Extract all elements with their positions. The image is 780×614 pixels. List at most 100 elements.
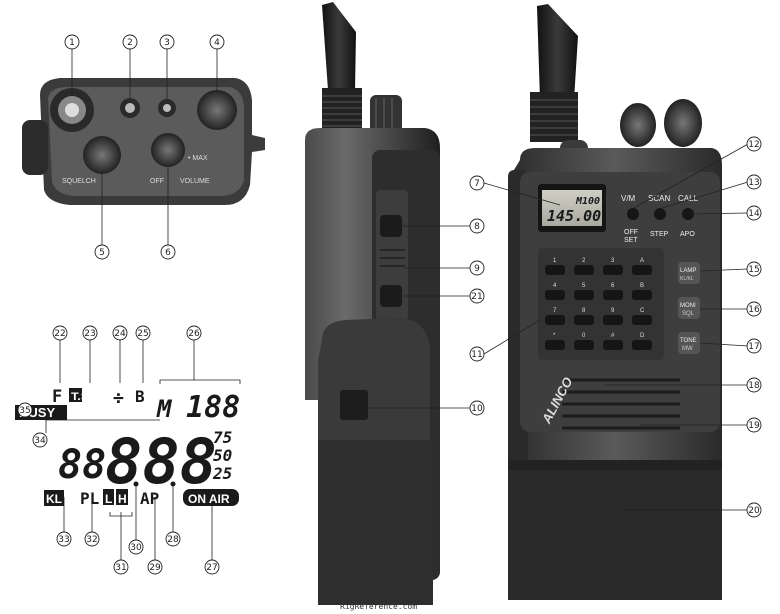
callout-number: 12	[748, 140, 759, 150]
keypad-key	[603, 290, 623, 300]
lcd-75: 75	[213, 428, 232, 447]
keypad-key	[545, 340, 565, 350]
callout-number: 9	[474, 264, 480, 274]
callout-number: 28	[167, 535, 179, 545]
lcd-legend: F T.SQ ÷ B M 188 BUSY 88 888 75 50 25 KL…	[15, 340, 241, 560]
callout-circle	[17, 402, 33, 418]
callout-circle	[84, 531, 100, 547]
keypad-key	[632, 340, 652, 350]
keypad-key-label: 2	[582, 258, 586, 264]
callout-circle	[746, 502, 762, 518]
callout-number: 20	[748, 506, 760, 516]
keypad-key	[632, 315, 652, 325]
callout-circle	[113, 559, 129, 575]
sql-label: SQL	[682, 311, 695, 317]
callout-number: 24	[114, 329, 126, 339]
squelch-knob	[83, 136, 121, 174]
callout-number: 13	[748, 178, 759, 188]
side-antenna	[322, 2, 356, 90]
callout-number: 19	[748, 421, 760, 431]
callout-circle	[147, 559, 163, 575]
callout-number: 25	[137, 329, 148, 339]
callout-number: 4	[214, 38, 220, 48]
front-view: M100 145.00 V/M SCAN CALL OFF SET STEP A…	[483, 4, 749, 600]
callout-circle	[165, 531, 181, 547]
call-label: CALL	[678, 194, 699, 203]
callout-circle	[746, 136, 762, 152]
lcd-50: 50	[213, 446, 232, 465]
speaker-grille	[562, 378, 680, 430]
lcd-onair: ON AIR	[188, 492, 230, 506]
squelch-label: SQUELCH	[62, 178, 96, 185]
keypad-key	[545, 265, 565, 275]
callout-circle	[112, 325, 128, 341]
keypad	[538, 248, 664, 360]
side-view	[305, 2, 470, 605]
lcd-b: B	[135, 387, 145, 406]
kl-label: KL/KL	[680, 276, 694, 282]
callout-number: 27	[206, 563, 217, 573]
lcd-digits-small: 88	[58, 442, 106, 488]
keypad-key	[632, 265, 652, 275]
callout-number: 14	[748, 209, 760, 219]
scan-label: SCAN	[648, 194, 670, 203]
callout-circle	[186, 325, 202, 341]
front-battery	[508, 460, 722, 600]
callout-circle	[469, 346, 485, 362]
front-lcd	[542, 190, 602, 226]
callout-circle	[135, 325, 151, 341]
callout-circle	[122, 34, 138, 50]
keypad-key	[574, 265, 594, 275]
front-antenna	[537, 4, 578, 100]
callout-number: 7	[474, 179, 480, 189]
callout-number: 32	[86, 535, 97, 545]
keypad-key-label: 6	[611, 283, 615, 289]
callout-circle	[159, 34, 175, 50]
lcd-channel: M100	[575, 196, 600, 207]
keypad-key-label: 4	[553, 283, 557, 289]
callout-circle	[746, 301, 762, 317]
callout-circle	[469, 175, 485, 191]
keypad-key	[603, 340, 623, 350]
callout-circle	[746, 205, 762, 221]
keypad-key-label: C	[640, 308, 645, 314]
front-knob-volume	[620, 103, 656, 147]
lcd-l: L	[105, 492, 112, 506]
lcd-tsq: T.SQ	[71, 391, 100, 403]
callout-number: 31	[115, 563, 126, 573]
mw-label: MW	[682, 346, 693, 352]
callout-number: 35	[19, 406, 30, 416]
volume-knob	[151, 133, 185, 167]
side-button	[380, 285, 402, 307]
scan-button	[654, 208, 666, 220]
lcd-freq: 145.00	[547, 207, 601, 225]
keypad-key	[632, 290, 652, 300]
callout-number: 18	[748, 381, 760, 391]
keypad-key	[574, 290, 594, 300]
callout-circle	[160, 244, 176, 260]
keypad-key	[603, 315, 623, 325]
callout-number: 21	[471, 292, 482, 302]
lamp-label: LAMP	[680, 268, 696, 274]
callout-number: 15	[748, 265, 759, 275]
vm-label: V/M	[621, 194, 636, 203]
onair-box	[183, 489, 239, 506]
keypad-key	[574, 340, 594, 350]
keypad-key-label: 3	[611, 258, 615, 264]
keypad-key-label: *	[553, 333, 556, 339]
callout-circle	[32, 432, 48, 448]
set-label: SET	[624, 237, 638, 244]
keypad-key-label: 8	[582, 308, 586, 314]
tone-label: TONE	[680, 338, 697, 344]
belt-clip-top	[22, 120, 48, 175]
callout-number: 23	[84, 329, 95, 339]
moni-label: MONI	[680, 303, 696, 309]
keypad-key	[545, 315, 565, 325]
off-label: OFF	[150, 178, 164, 185]
callout-circle	[128, 539, 144, 555]
callout-circle	[64, 34, 80, 50]
call-button	[682, 208, 694, 220]
callout-circle	[204, 559, 220, 575]
keypad-key-label: A	[640, 258, 644, 264]
